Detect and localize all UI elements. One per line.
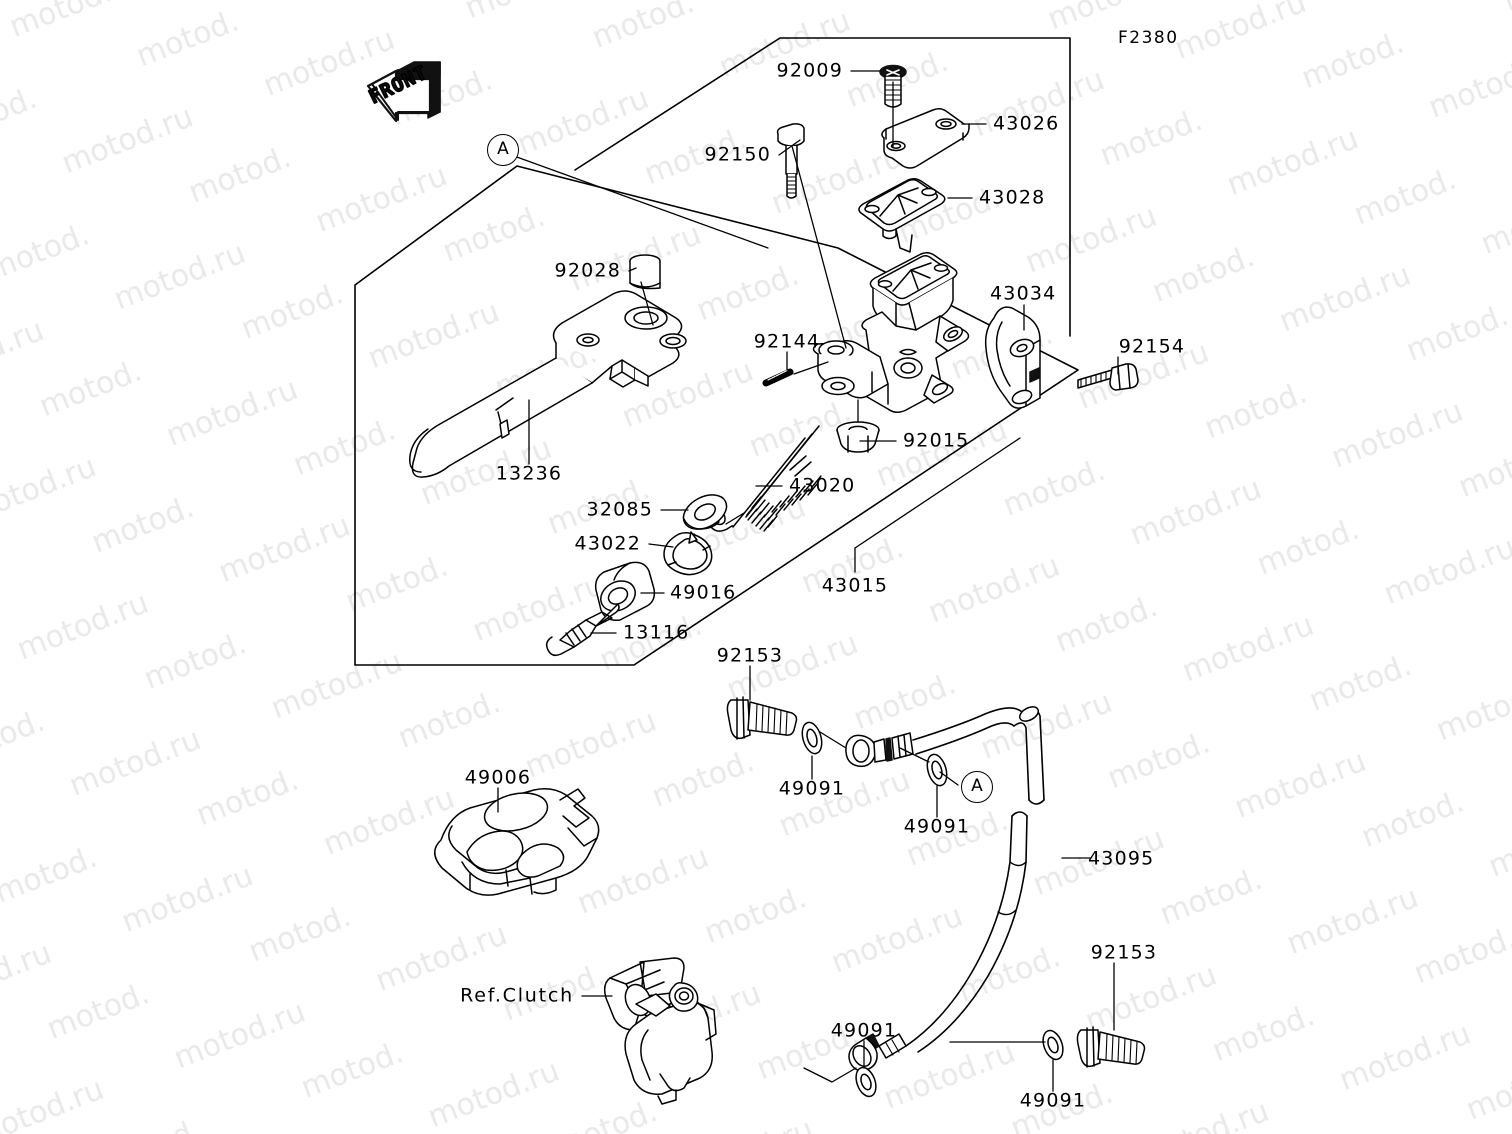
- part-label-92153-lower[interactable]: 92153: [1090, 941, 1158, 964]
- part-label-43015[interactable]: 43015: [821, 574, 889, 597]
- part-label-13236[interactable]: 13236: [495, 462, 563, 485]
- part-label-43034[interactable]: 43034: [990, 282, 1057, 305]
- part-label-92028[interactable]: 92028: [554, 259, 621, 282]
- ref-clutch-label[interactable]: Ref.Clutch: [460, 984, 574, 1007]
- part-label-49091-2[interactable]: 49091: [903, 815, 971, 838]
- part-label-92144[interactable]: 92144: [753, 330, 821, 353]
- part-label-43028[interactable]: 43028: [979, 186, 1046, 209]
- detail-marker-a-upper[interactable]: A: [487, 134, 519, 166]
- part-label-92154[interactable]: 92154: [1118, 335, 1186, 358]
- part-label-43095[interactable]: 43095: [1088, 847, 1155, 870]
- part-label-13116[interactable]: 13116: [623, 621, 690, 644]
- part-label-49091-3[interactable]: 49091: [830, 1019, 898, 1042]
- part-label-43026[interactable]: 43026: [993, 112, 1060, 135]
- diagram-code: F2380: [1118, 28, 1179, 48]
- part-label-43020[interactable]: 43020: [789, 474, 856, 497]
- part-label-49091-4[interactable]: 49091: [1019, 1089, 1087, 1112]
- detail-marker-a-lower[interactable]: A: [961, 771, 993, 803]
- part-label-92009[interactable]: 92009: [776, 59, 843, 82]
- part-label-92015[interactable]: 92015: [903, 429, 970, 452]
- part-label-49006[interactable]: 49006: [464, 766, 532, 789]
- part-label-32085[interactable]: 32085: [586, 498, 653, 521]
- part-label-49016[interactable]: 49016: [670, 581, 737, 604]
- part-label-43022[interactable]: 43022: [574, 532, 641, 555]
- part-label-92150[interactable]: 92150: [704, 143, 771, 166]
- part-label-49091-1[interactable]: 49091: [778, 777, 846, 800]
- part-label-92153-upper[interactable]: 92153: [716, 644, 784, 667]
